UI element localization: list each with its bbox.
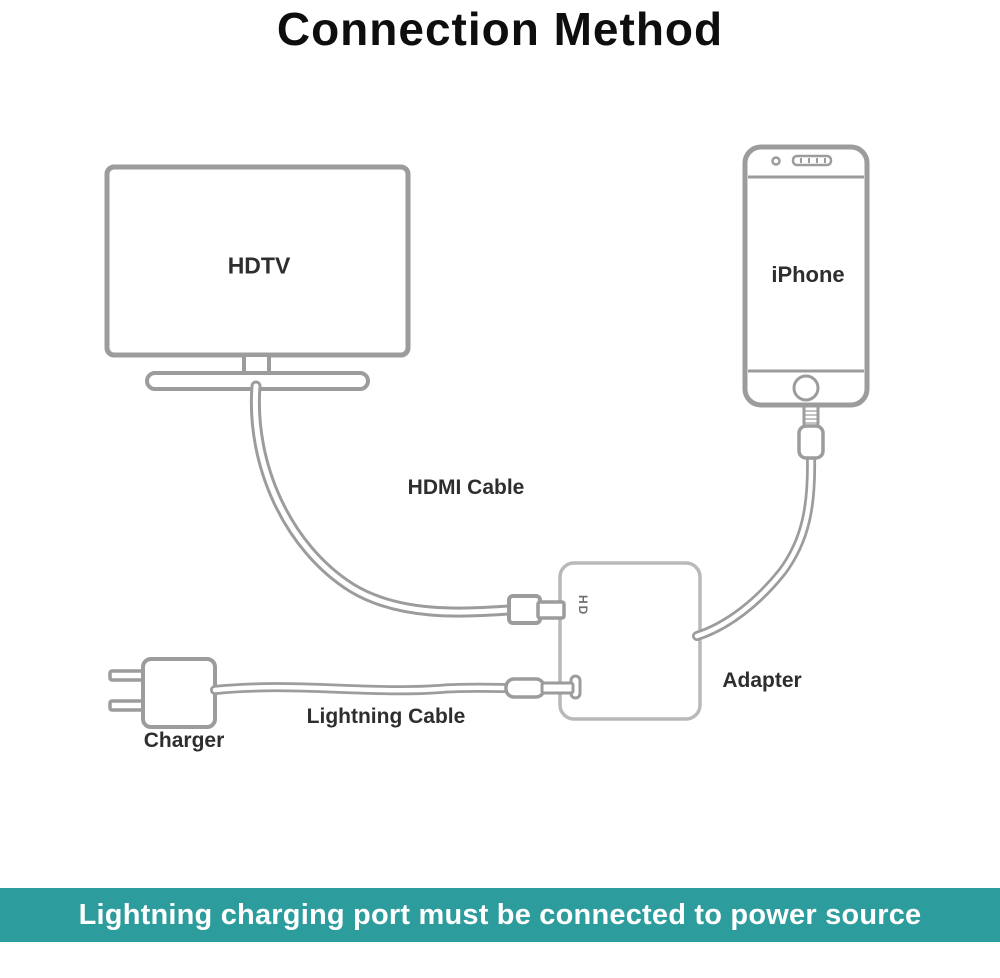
hdmi-connector-tip <box>536 600 566 620</box>
lightning-connector-body <box>504 677 546 699</box>
charger-prong-top <box>108 669 148 682</box>
iphone-camera-icon <box>771 156 781 166</box>
adapter-hd-port-mark: HD <box>576 595 590 617</box>
adapter-illustration <box>558 561 702 721</box>
hdmi-cable-line <box>249 380 515 618</box>
iphone-home-button-icon <box>792 374 820 402</box>
phone-cable-outline <box>692 452 817 641</box>
adapter-label: Adapter <box>722 669 802 692</box>
adapter-phone-cable <box>692 404 825 641</box>
warning-banner: Lightning charging port must be connecte… <box>0 888 1000 942</box>
charger-body <box>141 657 217 729</box>
lightning-cable-core <box>212 684 511 693</box>
charger-label: Charger <box>143 729 225 752</box>
charger-prong-bottom <box>108 699 148 712</box>
lightning-plug-tip <box>802 404 820 429</box>
lightning-connector-tip <box>540 681 575 695</box>
hdtv-label: HDTV <box>227 252 291 279</box>
adapter-body <box>558 561 702 721</box>
charger-illustration <box>108 657 217 729</box>
page-title: Connection Method <box>276 3 724 55</box>
lightning-cable-line <box>210 682 513 696</box>
hdmi-connector <box>507 594 566 625</box>
lightning-cable-label: Lightning Cable <box>306 705 466 728</box>
warning-banner-text: Lightning charging port must be connecte… <box>78 898 922 931</box>
phone-cable-core <box>694 454 814 639</box>
hdmi-cable-label: HDMI Cable <box>407 476 525 499</box>
lightning-plug-body <box>797 424 825 460</box>
hdmi-cable-core <box>252 383 512 615</box>
lightning-connector <box>504 677 575 699</box>
hdmi-connector-body <box>507 594 542 625</box>
iphone-speaker-icon <box>791 154 833 167</box>
iphone-label: iPhone <box>771 262 845 287</box>
